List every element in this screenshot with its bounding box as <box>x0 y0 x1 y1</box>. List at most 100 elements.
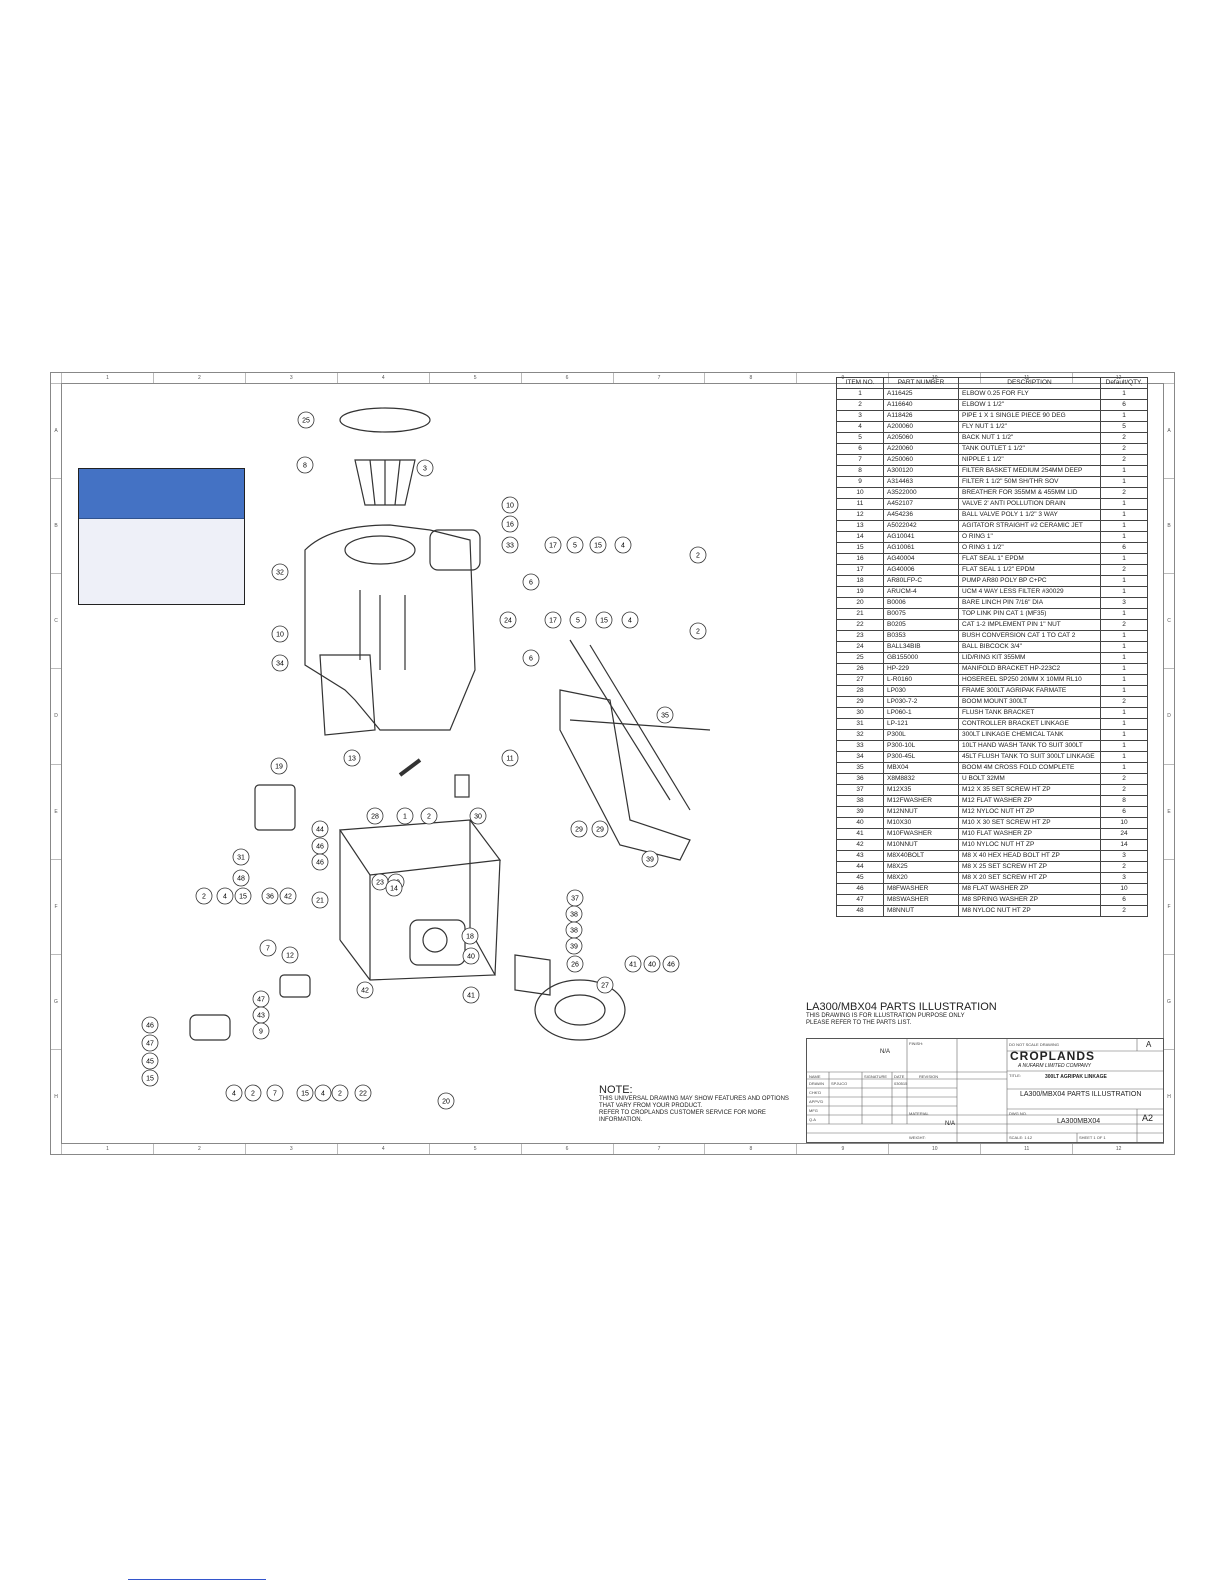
balloon-label: 1 <box>403 814 407 821</box>
zone-marker: 12 <box>1072 1144 1164 1154</box>
header-description: DESCRIPTION <box>958 377 1101 389</box>
balloon-label: 17 <box>549 618 557 625</box>
description-cell: ELBOW 0.25 FOR FLY <box>958 388 1101 400</box>
part-number-cell: P300-45L <box>883 751 959 763</box>
item-no-cell: 20 <box>836 597 884 609</box>
revision-value: A <box>1146 1040 1152 1049</box>
item-no-cell: 2 <box>836 399 884 411</box>
balloon-label: 41 <box>467 993 475 1000</box>
qty-cell: 2 <box>1100 784 1148 796</box>
balloon-label: 21 <box>316 898 324 905</box>
drawn-date: 030515 <box>894 1081 908 1086</box>
item-no-cell: 3 <box>836 410 884 422</box>
item-no-cell: 23 <box>836 630 884 642</box>
boom-shape <box>559 689 691 861</box>
drawing-title-1: 300LT AGRIPAK LINKAGE <box>1045 1074 1107 1080</box>
zone-marker: E <box>1164 763 1174 859</box>
balloon-label: 22 <box>359 1091 367 1098</box>
item-balloon: 46 <box>311 837 329 855</box>
description-cell: FLAT SEAL 1" EPDM <box>958 553 1101 565</box>
balloon-label: 46 <box>316 860 324 867</box>
part-number-cell: LP030-7-2 <box>883 696 959 708</box>
item-balloon: 5 <box>566 536 584 554</box>
part-number-cell: M8X40BOLT <box>883 850 959 862</box>
item-no-cell: 44 <box>836 861 884 873</box>
balloon-label: 46 <box>667 962 675 969</box>
balloon-label: 15 <box>301 1091 309 1098</box>
item-no-cell: 10 <box>836 487 884 499</box>
part-number-cell: A3522000 <box>883 487 959 499</box>
balloon-label: 31 <box>237 855 245 862</box>
item-no-cell: 37 <box>836 784 884 796</box>
part-number-cell: M8NNUT <box>883 905 959 917</box>
balloon-label: 47 <box>146 1041 154 1048</box>
description-cell: TANK OUTLET 1 1/2" <box>958 443 1101 455</box>
illustration-sub-line: THIS DRAWING IS FOR ILLUSTRATION PURPOSE… <box>806 1013 965 1019</box>
description-cell: M8 FLAT WASHER ZP <box>958 883 1101 895</box>
qty-cell: 6 <box>1100 542 1148 554</box>
qty-cell: 1 <box>1100 685 1148 697</box>
item-balloon: 26 <box>566 955 584 973</box>
balloon-label: 34 <box>276 661 284 668</box>
qa-label: Q.A <box>809 1117 816 1122</box>
part-number-cell: M8SWASHER <box>883 894 959 906</box>
item-no-cell: 6 <box>836 443 884 455</box>
manifold-bracket-shape <box>514 954 551 996</box>
item-balloon: 3 <box>416 459 434 477</box>
item-balloon: 38 <box>565 905 583 923</box>
balloon-label: 43 <box>257 1013 265 1020</box>
balloon-label: 47 <box>257 997 265 1004</box>
title-block-grid <box>807 1039 1163 1142</box>
item-balloon: 47 <box>252 990 270 1008</box>
finish-label: FINISH: <box>909 1041 924 1046</box>
description-cell: M12 NYLOC NUT HT ZP <box>958 806 1101 818</box>
part-number-cell: A454236 <box>883 509 959 521</box>
item-balloon: 47 <box>141 1034 159 1052</box>
item-balloon: 24 <box>499 611 517 629</box>
qty-cell: 1 <box>1100 707 1148 719</box>
description-cell: CAT 1-2 IMPLEMENT PIN 1" NUT <box>958 619 1101 631</box>
qty-cell: 1 <box>1100 729 1148 741</box>
description-cell: M8 NYLOC NUT HT ZP <box>958 905 1101 917</box>
description-cell: FLY NUT 1 1/2" <box>958 421 1101 433</box>
description-cell: U BOLT 32MM <box>958 773 1101 785</box>
zone-marker: H <box>51 1048 61 1144</box>
balloon-label: 8 <box>303 463 307 470</box>
description-cell: BOOM MOUNT 300LT <box>958 696 1101 708</box>
balloon-label: 9 <box>259 1029 263 1036</box>
description-cell: FLUSH TANK BRACKET <box>958 707 1101 719</box>
qty-cell: 2 <box>1100 905 1148 917</box>
part-number-cell: LP060-1 <box>883 707 959 719</box>
item-no-cell: 32 <box>836 729 884 741</box>
zone-marker: H <box>1164 1048 1174 1144</box>
zone-marker: B <box>51 478 61 573</box>
balloon-label: 15 <box>600 618 608 625</box>
balloon-label: 28 <box>371 814 379 821</box>
balloon-label: 45 <box>146 1059 154 1066</box>
description-cell: 10LT HAND WASH TANK TO SUIT 300LT <box>958 740 1101 752</box>
qty-cell: 1 <box>1100 751 1148 763</box>
part-number-cell: A116640 <box>883 399 959 411</box>
item-balloon: 19 <box>270 757 288 775</box>
qty-cell: 3 <box>1100 872 1148 884</box>
zone-marker: 2 <box>152 373 245 383</box>
part-number-cell: B0006 <box>883 597 959 609</box>
balloon-label: 25 <box>302 418 310 425</box>
zone-marker: 9 <box>796 1144 888 1154</box>
revision-label: REVISION <box>919 1074 939 1079</box>
illustration-subtitle: THIS DRAWING IS FOR ILLUSTRATION PURPOSE… <box>806 1013 965 1027</box>
item-balloon: 40 <box>462 947 480 965</box>
balloon-label: 17 <box>549 543 557 550</box>
